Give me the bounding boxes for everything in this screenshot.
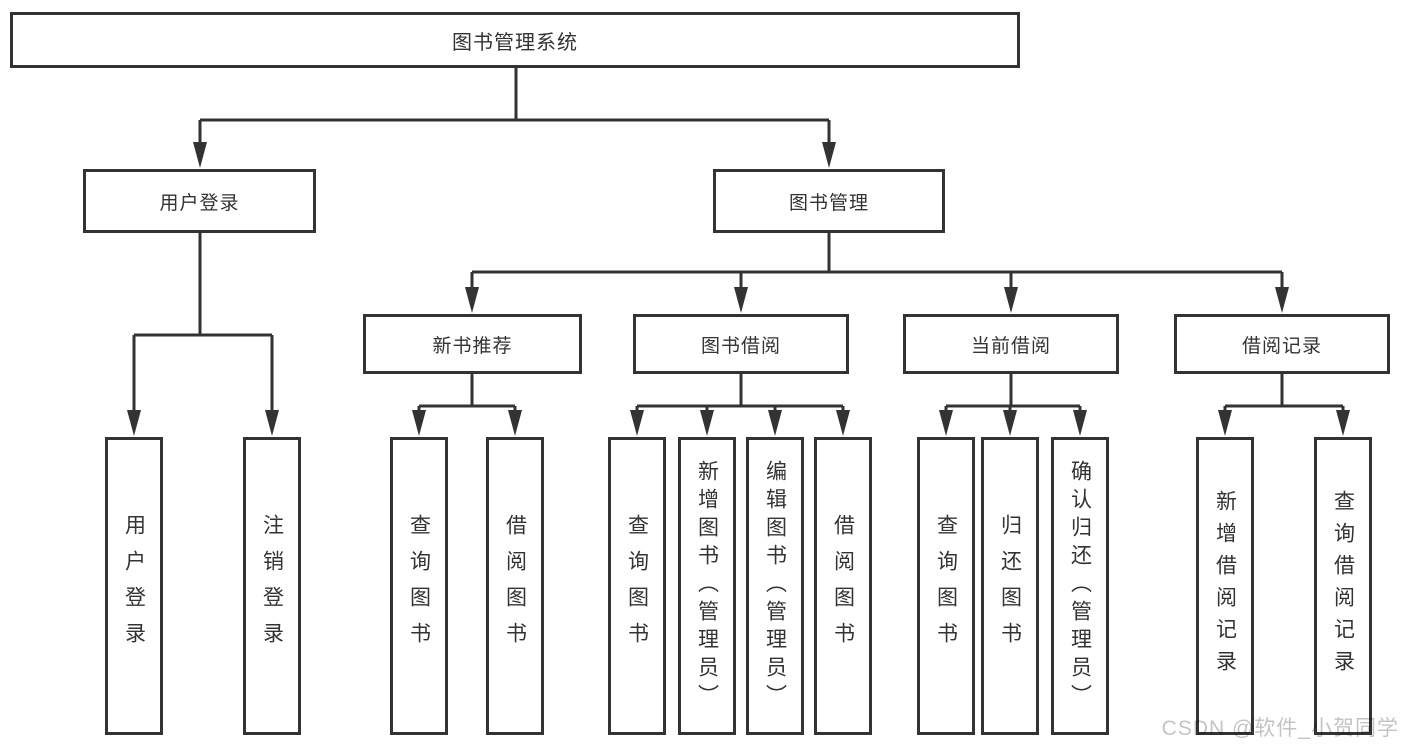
node-book-management: 图书管理 xyxy=(713,169,945,233)
connector-paths xyxy=(132,68,1345,414)
leaf-bb-add-books-admin-label: 新增图书（管理员） xyxy=(695,460,719,712)
node-borrow-records-label: 借阅记录 xyxy=(1241,335,1322,357)
node-user-login-label: 用户登录 xyxy=(159,192,240,214)
node-book-borrow-label: 图书借阅 xyxy=(700,335,781,357)
node-new-book-recommend: 新书推荐 xyxy=(363,314,582,374)
leaf-user-login: 用户登录 xyxy=(105,437,163,735)
node-book-management-label: 图书管理 xyxy=(788,192,869,214)
leaf-cb-confirm-return-admin-label: 确认归还（管理员） xyxy=(1068,460,1092,712)
node-book-borrow: 图书借阅 xyxy=(633,314,849,374)
leaf-cb-confirm-return-admin: 确认归还（管理员） xyxy=(1051,437,1109,735)
leaf-logout-label: 注销登录 xyxy=(260,514,284,658)
leaf-bb-borrow-books: 借阅图书 xyxy=(814,437,872,735)
csdn-watermark: CSDN @软件_小贺同学 xyxy=(1161,717,1399,740)
leaf-cb-return-books: 归还图书 xyxy=(981,437,1039,735)
node-root: 图书管理系统 xyxy=(10,12,1020,68)
node-current-borrow: 当前借阅 xyxy=(903,314,1119,374)
node-user-login: 用户登录 xyxy=(83,169,316,233)
leaf-br-query-borrow-record-label: 查询借阅记录 xyxy=(1331,490,1355,682)
leaf-bb-query-books: 查询图书 xyxy=(608,437,666,735)
node-root-label: 图书管理系统 xyxy=(452,31,578,54)
leaf-br-add-borrow-record-label: 新增借阅记录 xyxy=(1213,490,1237,682)
leaf-nb-borrow-books: 借阅图书 xyxy=(486,437,544,735)
leaf-bb-edit-books-admin-label: 编辑图书（管理员） xyxy=(763,460,787,712)
leaf-cb-return-books-label: 归还图书 xyxy=(998,514,1022,658)
leaf-bb-add-books-admin: 新增图书（管理员） xyxy=(678,437,736,735)
leaf-cb-query-books-label: 查询图书 xyxy=(934,514,958,658)
leaf-br-query-borrow-record: 查询借阅记录 xyxy=(1314,437,1372,735)
leaf-nb-query-books: 查询图书 xyxy=(390,437,448,735)
leaf-br-add-borrow-record: 新增借阅记录 xyxy=(1196,437,1254,735)
leaf-bb-edit-books-admin: 编辑图书（管理员） xyxy=(746,437,804,735)
node-borrow-records: 借阅记录 xyxy=(1174,314,1390,374)
node-new-book-recommend-label: 新书推荐 xyxy=(432,335,513,357)
leaf-bb-query-books-label: 查询图书 xyxy=(625,514,649,658)
leaf-nb-query-books-label: 查询图书 xyxy=(407,514,431,658)
leaf-cb-query-books: 查询图书 xyxy=(917,437,975,735)
leaf-user-login-label: 用户登录 xyxy=(122,514,146,658)
leaf-bb-borrow-books-label: 借阅图书 xyxy=(831,514,855,658)
leaf-logout: 注销登录 xyxy=(243,437,301,735)
arrowheads xyxy=(127,142,1350,436)
node-current-borrow-label: 当前借阅 xyxy=(970,335,1051,357)
leaf-nb-borrow-books-label: 借阅图书 xyxy=(503,514,527,658)
